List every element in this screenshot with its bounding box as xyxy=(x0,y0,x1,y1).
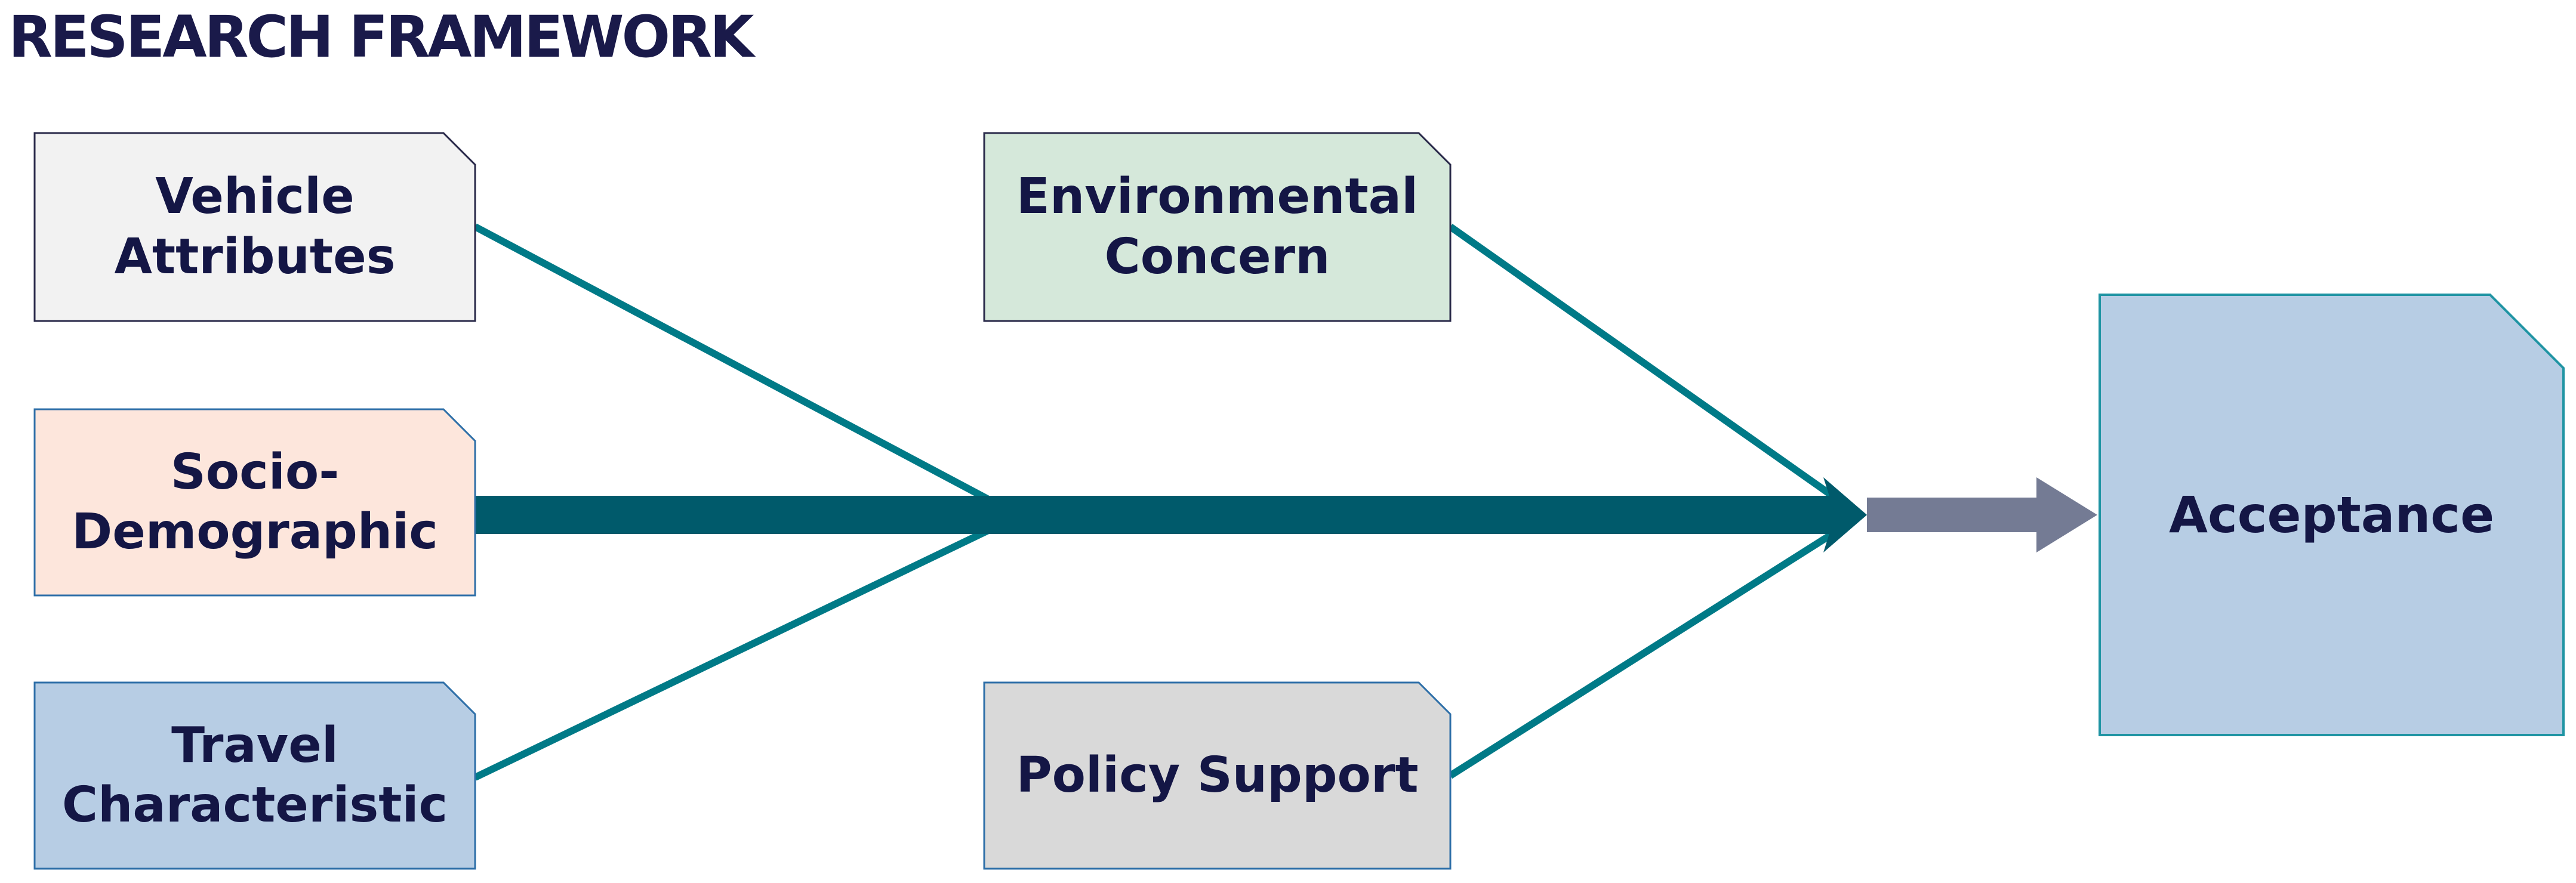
connector-vehicle-attributes xyxy=(473,223,991,504)
connector-travel-characteristic xyxy=(473,526,991,781)
socio-demographic-box xyxy=(33,408,476,597)
acceptance-box xyxy=(2099,294,2565,736)
vehicle-attributes-box xyxy=(33,132,476,322)
travel-characteristic-box xyxy=(33,681,476,870)
policy-support-box xyxy=(983,681,1452,870)
diagram-title: RESEARCH FRAMEWORK xyxy=(8,4,754,70)
connector-environmental-concern xyxy=(1448,224,1853,511)
environmental-concern-box xyxy=(983,132,1452,322)
main-arrow-shaft xyxy=(475,496,1842,534)
main-arrow-head xyxy=(1823,477,1867,552)
connector-policy-support xyxy=(1448,519,1853,779)
final-arrow xyxy=(1867,477,2097,552)
main-arrow-tip xyxy=(1826,481,1867,549)
